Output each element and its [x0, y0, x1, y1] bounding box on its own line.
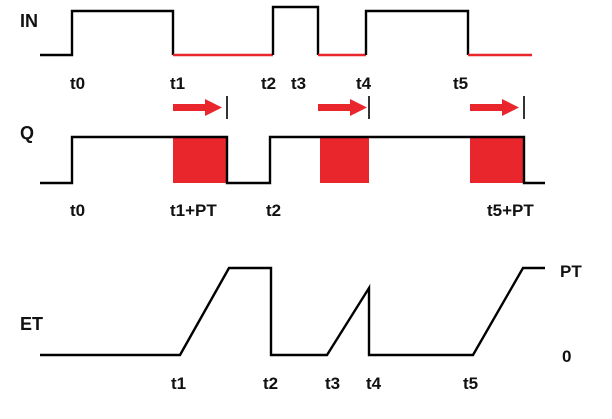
pt-delay-arrows [173, 96, 525, 119]
in-label-t4: t4 [356, 74, 372, 93]
q-pt-blocks [173, 137, 524, 183]
et-label-t4: t4 [366, 374, 382, 393]
pt-arrow-2 [318, 96, 370, 119]
q-label-t5-pt: t5+PT [487, 201, 534, 220]
in-wave-segment-a [40, 9, 175, 57]
pt-arrow-3 [470, 96, 525, 119]
q-block-1 [173, 137, 227, 183]
in-waveform [40, 5, 532, 57]
q-block-2 [320, 137, 369, 183]
q-block-3 [470, 137, 524, 183]
pt-arrow-1 [173, 96, 228, 119]
signal-name-q: Q [20, 123, 34, 143]
in-wave-segment-b [271, 5, 320, 55]
q-label-t2: t2 [266, 201, 281, 220]
et-label-t1: t1 [171, 374, 186, 393]
in-label-t3: t3 [291, 74, 306, 93]
in-label-t0: t0 [70, 74, 85, 93]
et-level-pt: PT [560, 262, 582, 281]
in-label-t2: t2 [261, 74, 276, 93]
et-time-labels: t1 t2 t3 t4 t5 [171, 374, 478, 393]
q-label-t1-pt: t1+PT [170, 201, 217, 220]
q-time-labels: t0 t1+PT t2 t5+PT [70, 201, 534, 220]
et-waveform [40, 266, 545, 357]
q-waveform [40, 135, 545, 185]
in-time-labels: t0 t1 t2 t3 t4 t5 [70, 74, 468, 93]
q-label-t0: t0 [70, 201, 85, 220]
et-level-zero: 0 [562, 347, 571, 366]
signal-name-et: ET [20, 314, 43, 334]
et-label-t5: t5 [463, 374, 478, 393]
signal-name-in: IN [20, 11, 38, 31]
in-label-t5: t5 [453, 74, 468, 93]
et-label-t3: t3 [325, 374, 340, 393]
et-label-t2: t2 [263, 374, 278, 393]
in-wave-segment-c [364, 9, 470, 55]
in-label-t1: t1 [170, 74, 185, 93]
